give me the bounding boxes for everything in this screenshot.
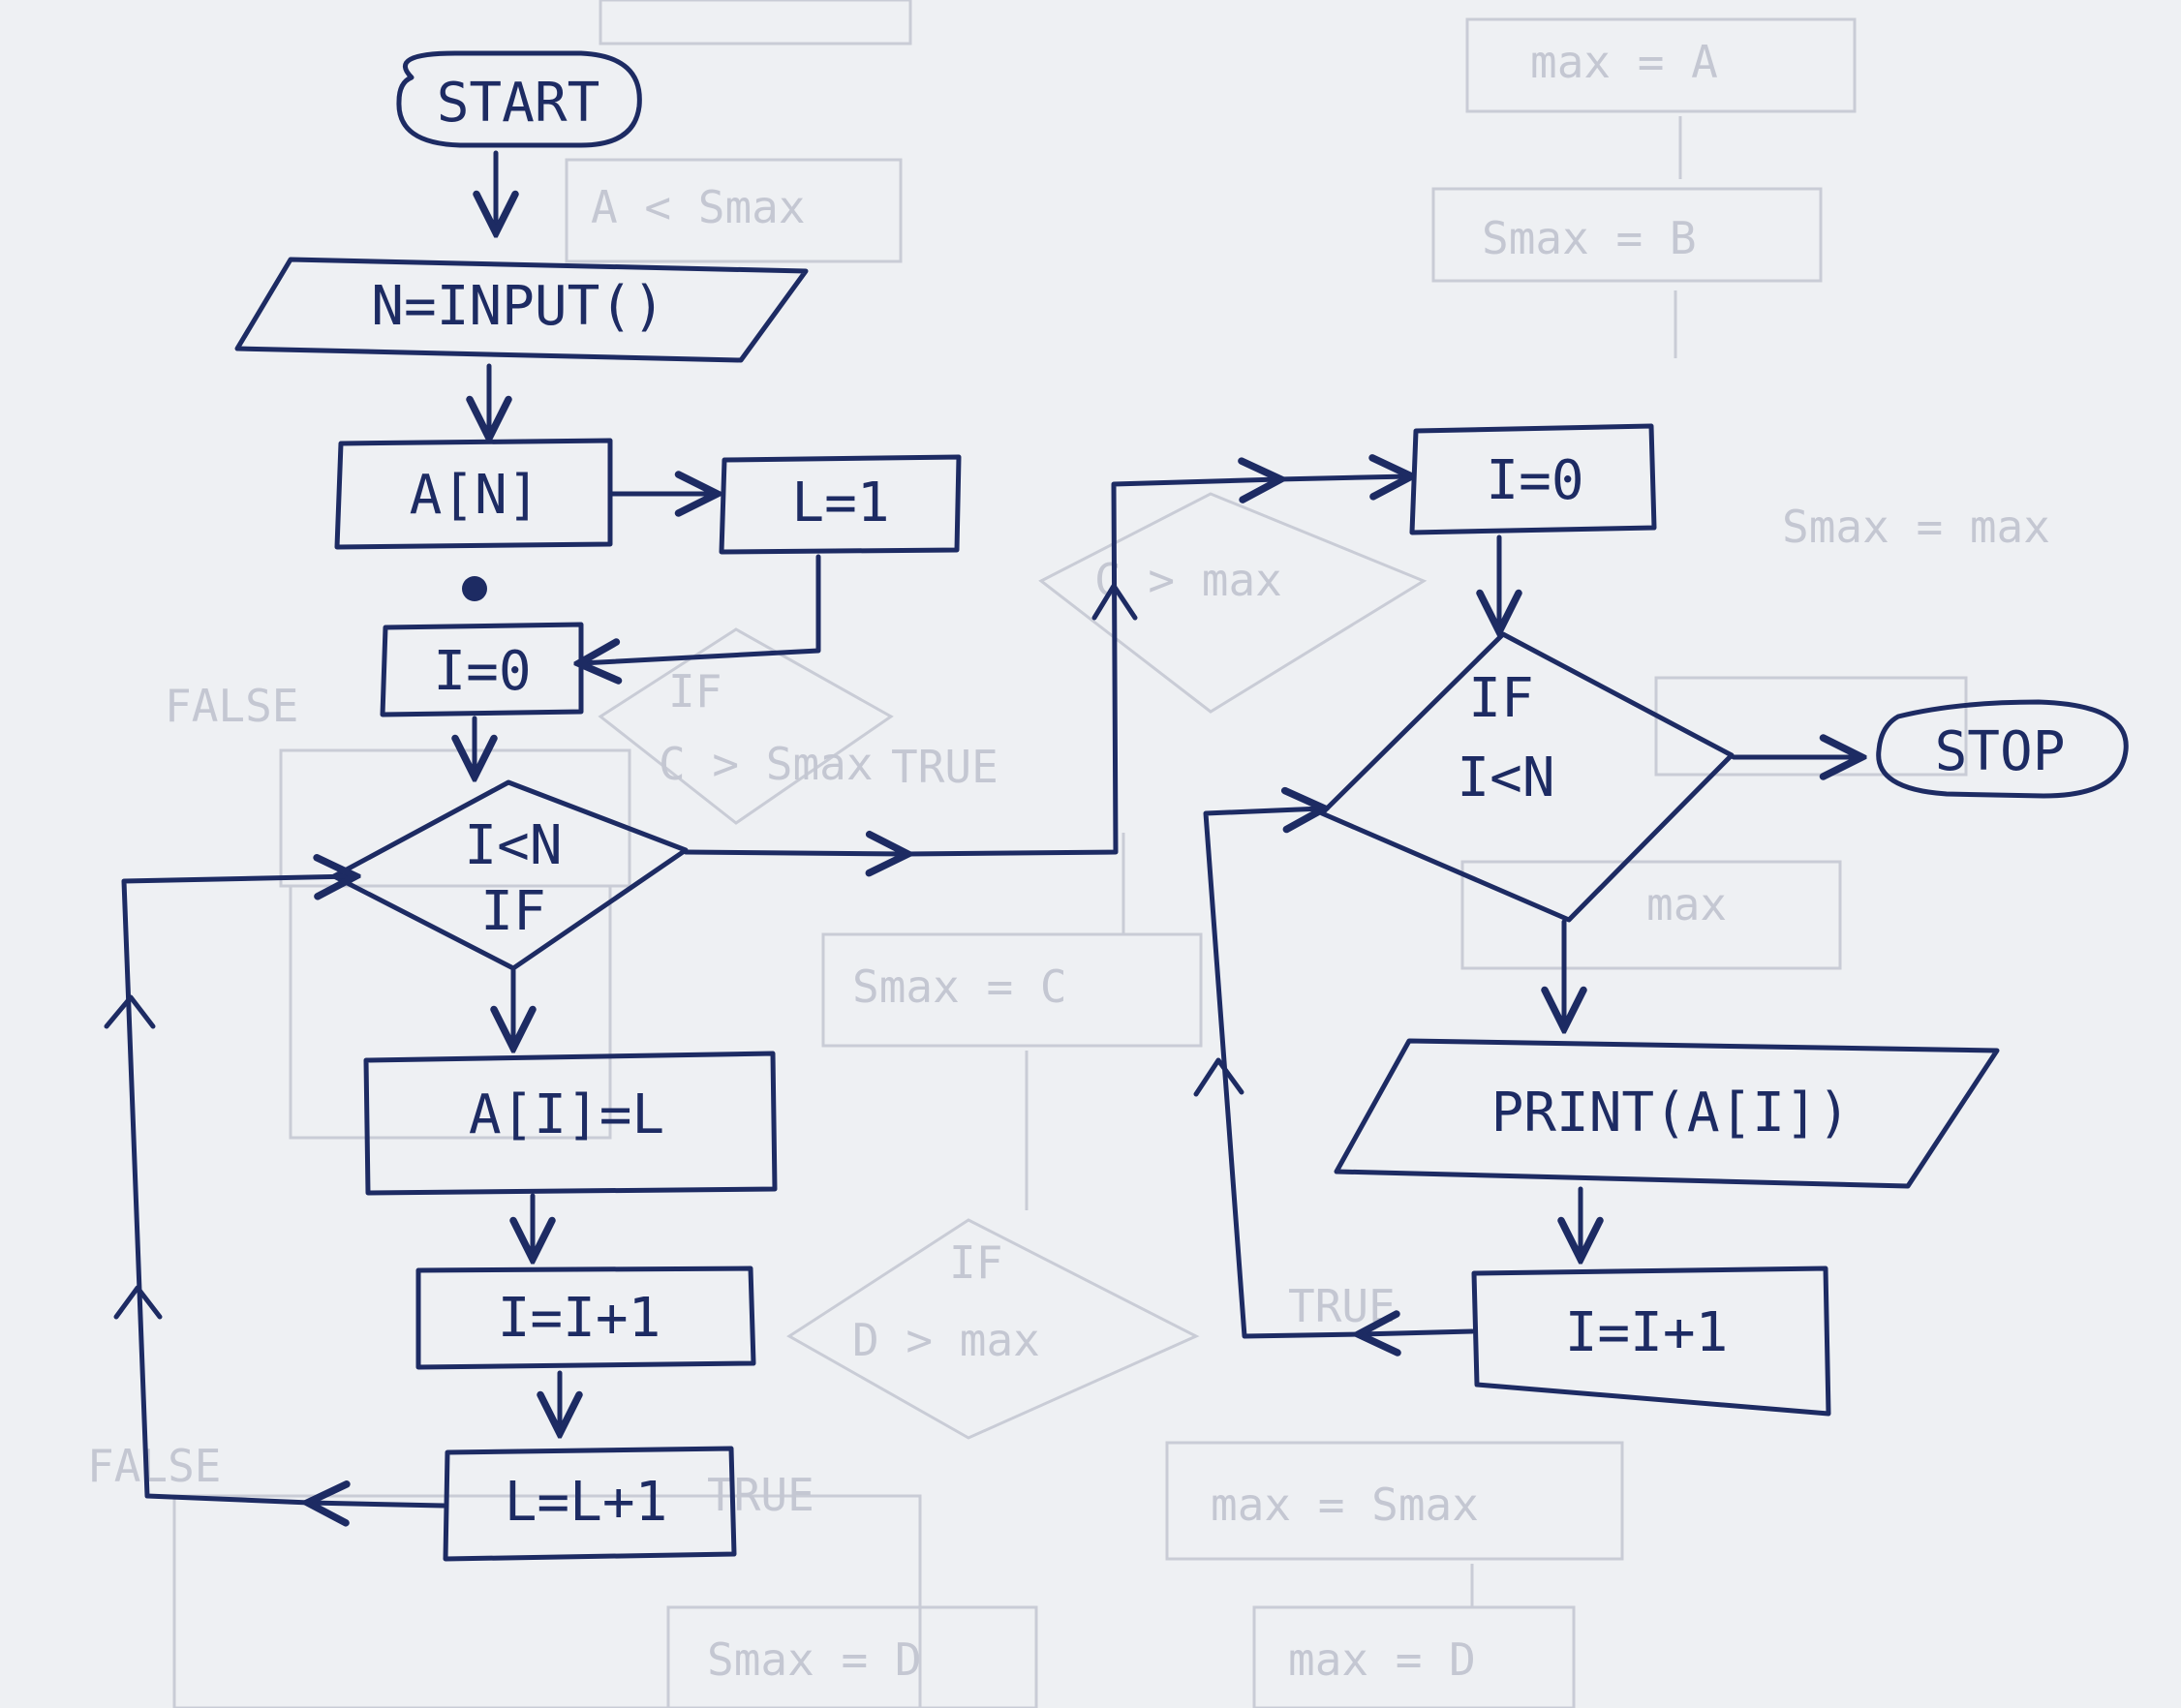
ghost-text: IF [949, 1236, 1002, 1289]
set-l-box: L=1 [719, 454, 962, 555]
inc-l-label: L=L+1 [505, 1471, 668, 1534]
set-i-box: I=0 [380, 622, 584, 717]
array-label: A[N] [410, 464, 540, 527]
right-condition-line2: I<N [1457, 747, 1554, 809]
right-condition-diamond: IF I<N [1319, 631, 1735, 923]
right-inc-i-box: I=I+1 [1471, 1266, 1831, 1417]
assign-label: A[I]=L [469, 1083, 664, 1146]
loop-back-arrow-right [1361, 1331, 1475, 1334]
right-set-i-label: I=0 [1486, 449, 1583, 512]
ghost-text: A < Smax [591, 181, 806, 233]
start-label: START [437, 72, 600, 135]
ghost-text: max [1646, 878, 1727, 930]
condition-line2: IF [480, 880, 545, 943]
ghost-text: max = Smax [1211, 1479, 1479, 1531]
up-chevron [113, 1285, 163, 1320]
left-flow: START N=INPUT() A[N] L=1 I=0 I<N IF [104, 50, 1409, 1562]
ghost-text: TRUE [1288, 1280, 1396, 1332]
print-parallelogram: PRINT(A[I]) [1334, 1038, 2000, 1189]
ink-blot [462, 576, 487, 601]
inc-i-label: I=I+1 [498, 1287, 661, 1350]
right-condition-line1: IF [1468, 667, 1533, 730]
ghost-text: Smax = max [1782, 501, 2050, 553]
ghost-text: FALSE [165, 680, 298, 732]
arrow-set-l-to-set-i [581, 554, 821, 663]
ghost-text: C > Smax [659, 738, 874, 790]
input-label: N=INPUT() [371, 275, 664, 338]
loop-back-arrow-left [310, 1503, 446, 1506]
start-terminal: START [396, 50, 642, 148]
right-flow: I=0 IF I<N STOP PRINT(A[I]) I=I+1 [1193, 423, 2129, 1417]
inc-i-box: I=I+1 [415, 1266, 756, 1370]
up-chevron [1091, 583, 1138, 621]
condition-line1: I<N [464, 814, 562, 877]
arrow-into-right-set-i [1275, 476, 1409, 479]
ghost-text: Smax = C [852, 961, 1067, 1013]
set-l-label: L=1 [791, 472, 889, 534]
ghost-text: C > max [1094, 554, 1282, 606]
connector-to-right-flow [903, 479, 1278, 857]
ghost-text: Smax = B [1482, 212, 1697, 264]
input-parallelogram: N=INPUT() [234, 257, 809, 363]
ghost-text: max = A [1530, 36, 1718, 88]
ghost-text: D > max [852, 1314, 1040, 1366]
set-i-label: I=0 [433, 640, 531, 703]
array-box: A[N] [334, 438, 613, 550]
ghost-text: TRUE [707, 1469, 814, 1521]
ghost-text: Smax = D [707, 1633, 922, 1686]
up-chevron [1193, 1057, 1244, 1097]
assign-box: A[I]=L [363, 1051, 778, 1196]
arrow-condition-false [683, 852, 906, 854]
ghost-layer: max = A Smax = B A < Smax C > max IF C >… [87, 0, 2050, 1708]
condition-diamond: I<N IF [331, 779, 689, 971]
ghost-text: FALSE [87, 1440, 221, 1492]
print-label: PRINT(A[I]) [1491, 1082, 1851, 1144]
stop-label: STOP [1935, 720, 2066, 783]
loop-back-line-right [1203, 808, 1364, 1339]
stop-terminal: STOP [1876, 699, 2129, 799]
inc-l-box: L=L+1 [443, 1446, 737, 1562]
up-chevron [104, 994, 156, 1029]
right-set-i-box: I=0 [1409, 423, 1657, 535]
ghost-text: IF [668, 665, 722, 717]
loop-back-line-left [121, 876, 353, 1506]
ghost-text: TRUE [891, 741, 998, 793]
ghost-text: max = D [1288, 1633, 1476, 1686]
right-inc-i-label: I=I+1 [1565, 1301, 1729, 1364]
